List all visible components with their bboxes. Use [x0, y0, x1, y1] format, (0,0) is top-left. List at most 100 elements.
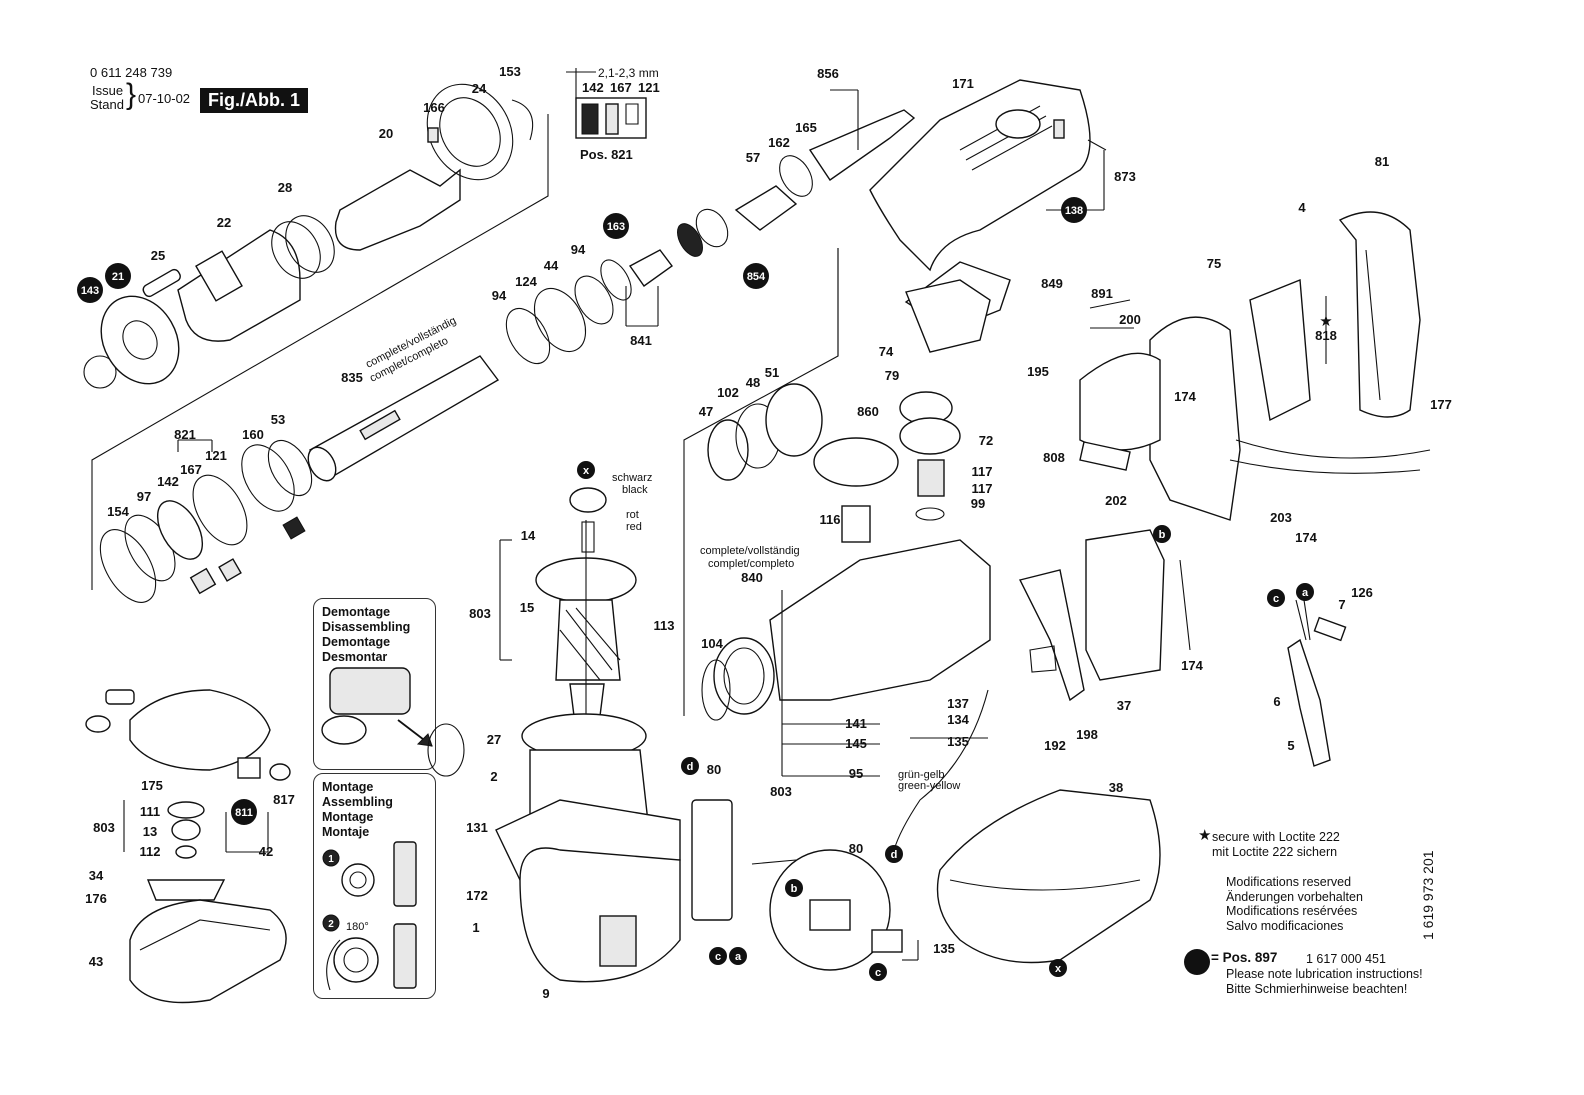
part-label-102: 102: [717, 385, 739, 400]
part-label-818: 818: [1315, 328, 1337, 343]
part-label-840: 840: [741, 570, 763, 585]
part-label-81: 81: [1375, 154, 1389, 169]
part-label-113: 113: [654, 618, 675, 633]
lube-badge-811: [231, 799, 257, 825]
connector-badge-c: [709, 947, 727, 965]
connector-badge-b: [785, 879, 803, 897]
motor-housing: [495, 713, 681, 983]
connector-badge-x: [577, 461, 595, 479]
part-label-75: 75: [1207, 256, 1221, 271]
part-label-174: 174: [1174, 389, 1196, 404]
connector-letter: b: [791, 883, 798, 895]
modifications-line-1: Modifications reserved: [1226, 875, 1352, 889]
montage-line-3: Montage: [322, 810, 374, 824]
lube-badge-854: [743, 263, 769, 289]
part-label-808: 808: [1043, 450, 1065, 465]
star-note-line-1: secure with Loctite 222: [1212, 830, 1340, 844]
part-label-131: 131: [466, 820, 488, 835]
star-note-line-2: mit Loctite 222 sichern: [1212, 844, 1338, 859]
part-label-891: 891: [1091, 286, 1113, 301]
connector-letter: c: [715, 951, 721, 963]
demontage-line-1: Demontage: [322, 605, 391, 619]
handle-group: [1079, 211, 1431, 521]
part-label-160: 160: [242, 427, 264, 442]
part-label-28: 28: [278, 180, 292, 195]
part-label-126: 126: [1351, 585, 1373, 600]
part-label-162: 162: [768, 135, 790, 150]
lube-badge-163: [603, 213, 629, 239]
detail-part-167: 167: [610, 80, 632, 95]
part-label-849: 849: [1041, 276, 1063, 291]
part-label-79: 79: [885, 368, 899, 383]
part-label-803: 803: [93, 820, 115, 835]
part-label-135: 135: [933, 941, 955, 956]
part-label-42: 42: [259, 844, 273, 859]
part-label-27: 27: [487, 732, 501, 747]
complete-note-3: complete/vollständig: [700, 545, 800, 557]
armature-group: [535, 487, 637, 730]
part-label-117: 117: [972, 464, 993, 479]
part-label-1: 1: [472, 920, 479, 935]
part-label-layer: 1532416620282225856165162579412444948418…: [85, 64, 1452, 1001]
part-label-856: 856: [817, 66, 839, 81]
star-icon: ★: [1198, 827, 1212, 844]
lube-badge-label: 138: [1065, 205, 1083, 217]
part-label-124: 124: [515, 274, 537, 289]
tool-holder-group: [83, 83, 534, 389]
connector-letter: c: [1273, 593, 1279, 605]
part-label-47: 47: [699, 404, 713, 419]
lube-note-line-2: Bitte Schmierhinweise beachten!: [1226, 981, 1408, 996]
montage-line-1: Montage: [322, 780, 374, 794]
figure-label: Fig./Abb. 1: [200, 88, 308, 113]
connector-badge-b: [1153, 525, 1171, 543]
part-label-57: 57: [746, 150, 760, 165]
switch-module: [691, 529, 1165, 971]
connector-letter: x: [583, 465, 590, 477]
demontage-line-2: Disassembling: [322, 620, 411, 634]
cable-group: [1287, 599, 1347, 767]
part-label-153: 153: [499, 64, 521, 79]
date: 07-10-02: [138, 91, 191, 106]
connector-badge-a: [729, 947, 747, 965]
star-note: ★ secure with Loctite 222 mit Loctite 22…: [1198, 828, 1340, 859]
part-label-44: 44: [544, 258, 559, 273]
part-label-5: 5: [1287, 738, 1294, 753]
lube-badge-label: 21: [112, 271, 124, 283]
part-label-860: 860: [857, 404, 879, 419]
part-label-171: 171: [952, 76, 974, 91]
part-label-141: 141: [845, 716, 867, 731]
part-label-803: 803: [770, 784, 792, 799]
part-label-177: 177: [1430, 397, 1452, 412]
brush-holder-group: [85, 689, 291, 781]
part-label-134: 134: [947, 712, 969, 727]
part-label-7: 7: [1338, 597, 1345, 612]
part-label-53: 53: [271, 412, 285, 427]
lube-note-line-1: Please note lubrication instructions!: [1226, 967, 1423, 981]
part-label-167: 167: [180, 462, 202, 477]
part-label-116: 116: [820, 512, 841, 527]
part-label-72: 72: [979, 433, 993, 448]
rot-label: rot: [626, 509, 639, 521]
green-yellow-label: green-yellow: [898, 780, 960, 792]
part-label-142: 142: [157, 474, 179, 489]
part-label-51: 51: [765, 365, 779, 380]
part-label-137: 137: [947, 696, 969, 711]
part-label-200: 200: [1119, 312, 1141, 327]
part-label-174: 174: [1295, 530, 1317, 545]
connector-badge-c: [1267, 589, 1285, 607]
lube-badge-143: [77, 277, 103, 303]
part-label-112: 112: [140, 844, 161, 859]
connector-badge-d: [681, 757, 699, 775]
lube-note: Please note lubrication instructions! Bi…: [1226, 967, 1423, 996]
top-cover-group: [869, 79, 1091, 353]
part-label-15: 15: [520, 600, 534, 615]
demontage-sketch: [321, 667, 465, 777]
part-label-145: 145: [845, 736, 867, 751]
part-label-176: 176: [85, 891, 107, 906]
part-label-165: 165: [795, 120, 817, 135]
rings-821-group: [99, 439, 313, 603]
part-label-835: 835: [341, 370, 363, 385]
part-label-14: 14: [521, 528, 536, 543]
